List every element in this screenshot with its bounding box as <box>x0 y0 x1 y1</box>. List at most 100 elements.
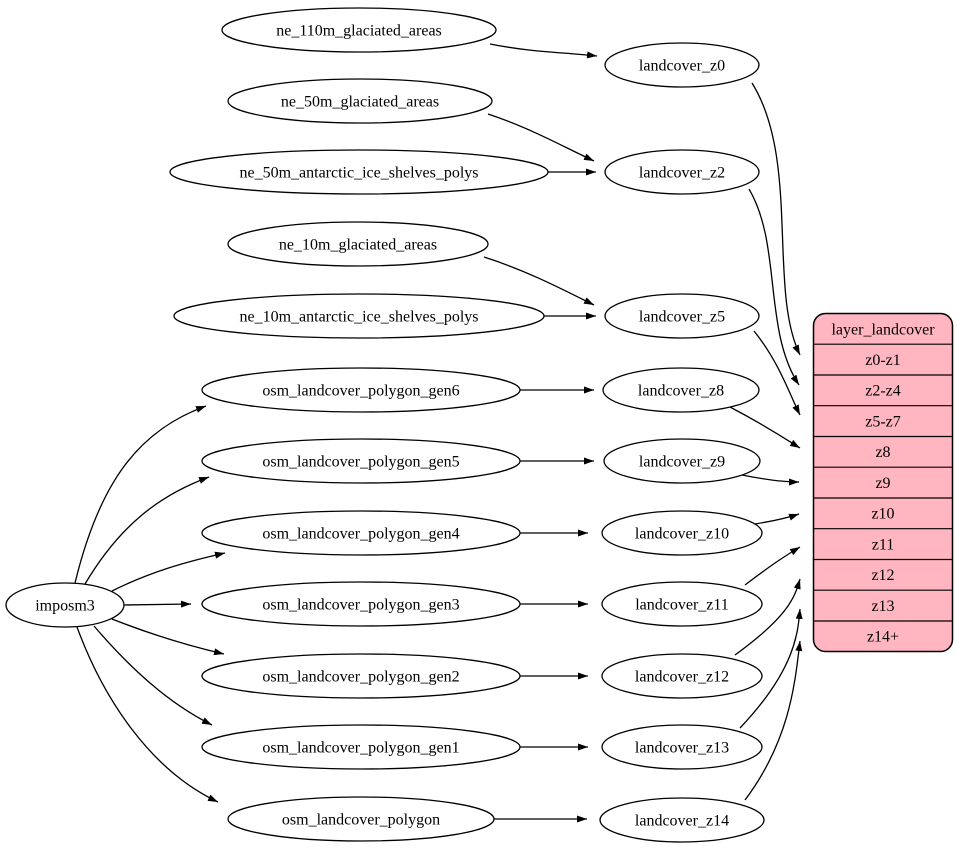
node-ne-10m-antarctic-ice-shelves-polys: ne_10m_antarctic_ice_shelves_polys <box>173 293 545 339</box>
node-shape <box>201 438 521 484</box>
node-shape <box>201 724 521 770</box>
node-ne-50m-antarctic-ice-shelves-polys: ne_50m_antarctic_ice_shelves_polys <box>169 149 549 195</box>
record-row-z14plus: z14+ <box>867 629 899 646</box>
node-shape <box>601 581 763 627</box>
edges <box>74 43 803 823</box>
edge-imposm3-to-gen4 <box>111 551 226 592</box>
node-landcover-z14: landcover_z14 <box>599 797 765 843</box>
node-ne-10m-glaciated-areas: ne_10m_glaciated_areas <box>227 221 489 267</box>
node-label: landcover_z12 <box>635 669 729 686</box>
edge-imposm3-to-gen6 <box>74 405 207 584</box>
node-landcover-z2: landcover_z2 <box>604 149 760 195</box>
edge-z14-to-row-z14plus <box>744 640 803 801</box>
node-label: landcover_z5 <box>639 309 725 326</box>
node-label: ne_10m_antarctic_ice_shelves_polys <box>239 309 478 326</box>
node-landcover-z5: landcover_z5 <box>604 293 760 339</box>
edge-imposm3-to-polygon <box>76 626 219 803</box>
node-shape <box>221 7 497 53</box>
record-title: layer_landcover <box>831 322 935 339</box>
node-shape <box>601 724 763 770</box>
node-label: osm_landcover_polygon_gen2 <box>262 669 459 686</box>
node-label: landcover_z11 <box>635 597 729 614</box>
edge-z0-to-row-z0-z1 <box>751 82 801 356</box>
edge-imposm3-to-gen2 <box>111 618 225 656</box>
node-landcover-z11: landcover_z11 <box>601 581 763 627</box>
node-label: ne_50m_antarctic_ice_shelves_polys <box>239 165 478 182</box>
node-osm-landcover-polygon-gen6: osm_landcover_polygon_gen6 <box>201 367 521 413</box>
record-row-z12: z12 <box>871 567 894 584</box>
node-shape <box>604 149 760 195</box>
node-label: osm_landcover_polygon_gen6 <box>262 383 459 400</box>
node-shape <box>599 797 765 843</box>
node-landcover-z8: landcover_z8 <box>602 367 760 413</box>
node-shape <box>201 653 521 699</box>
node-label: ne_110m_glaciated_areas <box>276 23 442 40</box>
node-osm-landcover-polygon-gen5: osm_landcover_polygon_gen5 <box>201 438 521 484</box>
edge-ne110m-to-z0 <box>489 43 598 59</box>
node-shape <box>601 653 763 699</box>
edge-ne50m-glaciated-to-z2 <box>487 113 595 162</box>
node-osm-landcover-polygon-gen3: osm_landcover_polygon_gen3 <box>201 581 521 627</box>
node-landcover-z10: landcover_z10 <box>601 510 763 556</box>
record-row-z2-z4: z2-z4 <box>865 383 901 400</box>
record-row-z0-z1: z0-z1 <box>865 352 901 369</box>
edge-z13-to-row-z13 <box>739 608 803 729</box>
node-label: osm_landcover_polygon_gen4 <box>262 526 459 543</box>
node-shape <box>173 293 545 339</box>
edge-z9-to-row-z9 <box>741 474 800 486</box>
node-shape <box>603 438 761 484</box>
node-label: osm_landcover_polygon_gen3 <box>262 597 459 614</box>
node-landcover-z9: landcover_z9 <box>603 438 761 484</box>
edge-imposm3-to-gen1 <box>93 625 213 726</box>
record-row-z8: z8 <box>875 444 890 461</box>
node-shape <box>227 221 489 267</box>
record-row-z13: z13 <box>871 598 894 615</box>
record-row-z9: z9 <box>875 475 890 492</box>
node-landcover-z0: landcover_z0 <box>604 42 760 88</box>
node-label: landcover_z0 <box>639 58 725 75</box>
node-osm-landcover-polygon-gen2: osm_landcover_polygon_gen2 <box>201 653 521 699</box>
node-label: ne_50m_glaciated_areas <box>281 94 439 111</box>
node-ne-50m-glaciated-areas: ne_50m_glaciated_areas <box>227 78 493 124</box>
edge-ne10m-glaciated-to-z5 <box>483 256 595 306</box>
edge-z12-to-row-z12 <box>734 578 801 656</box>
node-label: landcover_z8 <box>638 383 724 400</box>
record-shape <box>812 312 954 653</box>
record-row-z5-z7: z5-z7 <box>865 414 901 431</box>
node-osm-landcover-polygon-gen1: osm_landcover_polygon_gen1 <box>201 724 521 770</box>
node-label: osm_landcover_polygon_gen1 <box>262 740 459 757</box>
node-imposm3-shape <box>5 582 125 628</box>
node-shape <box>227 78 493 124</box>
edge-z10-to-row-z10 <box>754 513 800 525</box>
record-row-z10: z10 <box>871 506 894 523</box>
edge-z2-to-row-z2-z4 <box>748 188 800 386</box>
edge-z8-to-row-z8 <box>729 406 801 449</box>
record-row-z11: z11 <box>872 537 895 554</box>
node-label: landcover_z2 <box>639 165 725 182</box>
node-label: osm_landcover_polygon_gen5 <box>262 454 459 471</box>
node-osm-landcover-polygon-gen4: osm_landcover_polygon_gen4 <box>201 510 521 556</box>
node-shape <box>169 149 549 195</box>
edge-imposm3-to-gen5 <box>84 476 210 585</box>
node-label: landcover_z13 <box>635 740 729 757</box>
node-landcover-z12: landcover_z12 <box>601 653 763 699</box>
node-label: landcover_z9 <box>639 454 725 471</box>
node-shape <box>201 510 521 556</box>
node-layer-landcover: layer_landcover z0-z1 z2-z4 z5-z7 z8 z9 … <box>812 312 954 653</box>
node-shape <box>602 367 760 413</box>
node-shape <box>604 42 760 88</box>
node-osm-landcover-polygon: osm_landcover_polygon <box>227 796 495 842</box>
node-label: landcover_z14 <box>635 813 729 830</box>
node-shape <box>201 367 521 413</box>
node-shape <box>604 293 760 339</box>
node-ne-110m-glaciated-areas: ne_110m_glaciated_areas <box>221 7 497 53</box>
node-label: ne_10m_glaciated_areas <box>279 237 437 254</box>
edge-z5-to-row-z5-z7 <box>753 330 801 416</box>
node-imposm3: imposm3 <box>5 582 125 628</box>
node-label: osm_landcover_polygon <box>282 812 440 829</box>
node-shape <box>201 581 521 627</box>
node-imposm3-label: imposm3 <box>35 598 95 615</box>
node-landcover-z13: landcover_z13 <box>601 724 763 770</box>
edge-imposm3-to-gen3 <box>123 600 192 608</box>
